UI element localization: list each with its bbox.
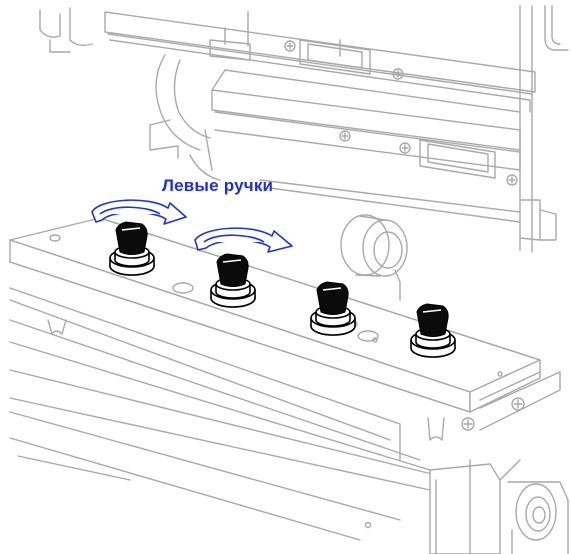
upper-rail-assembly <box>39 5 569 253</box>
left-knobs-label: Левые ручки <box>162 176 274 195</box>
knob-right-2[interactable] <box>410 303 456 358</box>
lower-housing <box>9 287 569 554</box>
knob-right-1[interactable] <box>310 281 356 336</box>
roller-cylinder <box>340 214 408 301</box>
knob-left-1[interactable] <box>109 221 155 276</box>
printhead-bar <box>9 217 561 431</box>
rotation-arrow-2 <box>194 227 293 253</box>
rotation-arrow-1 <box>91 199 187 225</box>
knob-left-2[interactable] <box>210 253 256 308</box>
